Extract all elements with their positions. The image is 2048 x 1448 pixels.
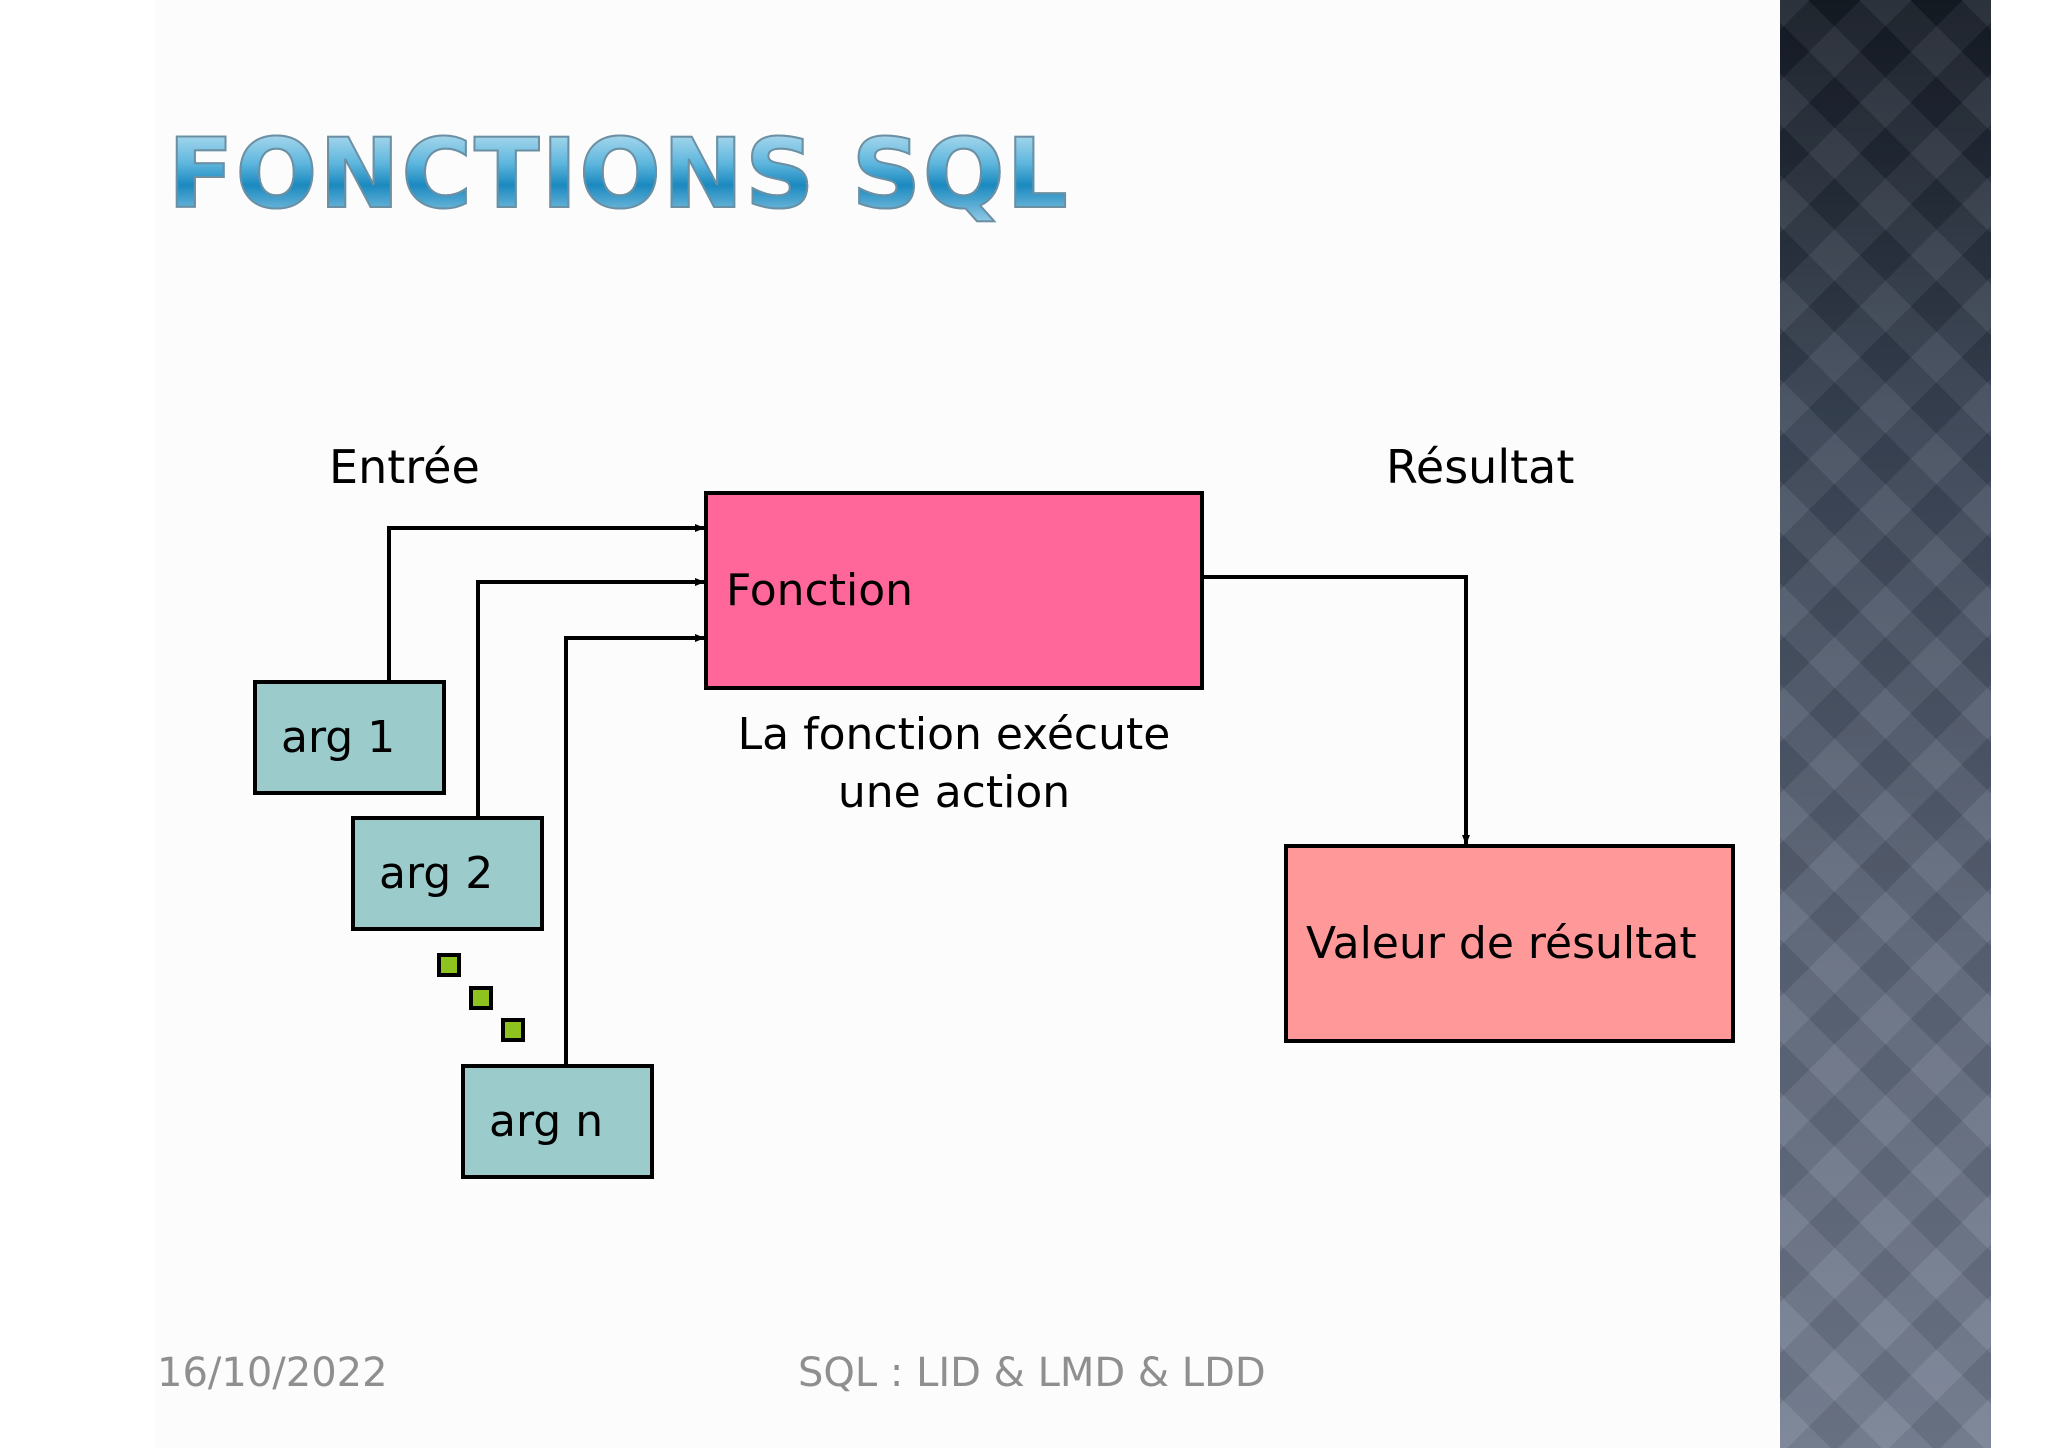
function-label: Fonction [726, 565, 914, 616]
ellipsis-dot-2 [469, 986, 493, 1010]
function-box: Fonction [704, 491, 1204, 690]
arrow-arg1-to-function [387, 524, 705, 680]
ellipsis-dot-1 [437, 953, 461, 977]
arg-label: arg 1 [281, 712, 396, 763]
arg-box-n: arg n [461, 1064, 654, 1179]
result-value-box: Valeur de résultat [1284, 844, 1735, 1043]
footer-subject: SQL : LID & LMD & LDD [798, 1350, 1266, 1396]
arrow-argn-to-function [564, 634, 705, 1064]
slide-title: FONCTIONS SQL [167, 117, 1070, 231]
arg-box-2: arg 2 [351, 816, 544, 931]
function-description-line-1: La fonction exécute [737, 709, 1171, 760]
arrow-arg2-to-function [476, 578, 705, 816]
footer-date: 16/10/2022 [157, 1350, 388, 1396]
decorative-side-panel [1780, 0, 1991, 1448]
arg-box-1: arg 1 [253, 680, 446, 795]
function-description-line-2: une action [837, 767, 1071, 818]
input-label: Entrée [329, 440, 480, 494]
result-value-label: Valeur de résultat [1306, 918, 1697, 969]
arg-label: arg 2 [379, 848, 494, 899]
function-description: La fonction exécute une action [704, 706, 1204, 822]
arrow-function-to-result [1203, 575, 1470, 845]
result-label: Résultat [1386, 440, 1575, 494]
ellipsis-dot-3 [501, 1018, 525, 1042]
arg-label: arg n [489, 1096, 604, 1147]
